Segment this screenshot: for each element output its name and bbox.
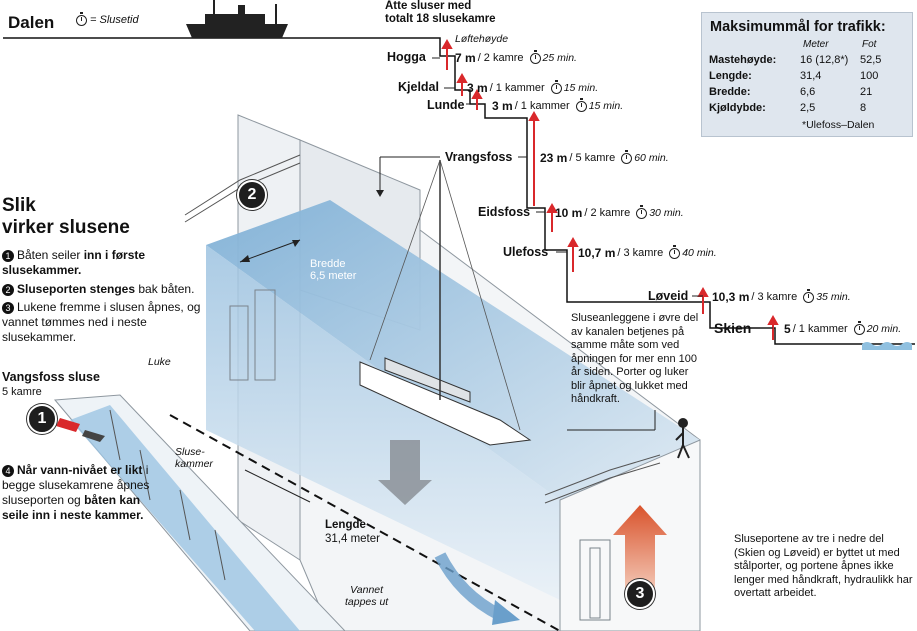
max-row-label: Mastehøyde: xyxy=(709,54,777,66)
stopwatch-icon xyxy=(550,79,562,94)
lock-name: Eidsfoss xyxy=(478,205,531,219)
start-place-label: Dalen xyxy=(8,13,55,32)
how-title: Slik virker slusene xyxy=(2,195,130,238)
marker-2: 2 xyxy=(237,180,267,210)
time-legend: = Slusetid xyxy=(72,11,139,26)
step-number-3: 3 xyxy=(2,302,14,314)
step-number-4: 4 xyxy=(2,465,14,477)
vangsfoss-sub: 5 kamre xyxy=(2,386,42,398)
stopwatch-icon xyxy=(853,320,865,335)
marker-1: 1 xyxy=(27,404,57,434)
width-label: Bredde 6,5 meter xyxy=(310,258,357,282)
manual-operation-callout: Sluseanleggene i øvre del av kanalen bet… xyxy=(571,312,699,405)
step-number-2: 2 xyxy=(2,284,14,296)
col-fot-header: Fot xyxy=(862,39,877,50)
stopwatch-icon xyxy=(575,97,587,112)
stopwatch-icon xyxy=(621,149,633,164)
stopwatch-icon xyxy=(76,11,87,26)
lift-height-label: Løftehøyde xyxy=(455,33,509,45)
locks-title: Atte sluser med totalt 18 slusekamre xyxy=(385,0,496,25)
lift-arrows xyxy=(441,38,779,340)
profile-line xyxy=(3,37,915,345)
stopwatch-icon xyxy=(529,49,541,64)
lock-name: Lunde xyxy=(427,98,465,112)
lock-name: Skien xyxy=(714,320,752,336)
down-arrow-icon xyxy=(378,440,432,505)
length-label: Lengde 31,4 meter xyxy=(325,519,380,545)
max-row-meter: 2,5 xyxy=(800,102,816,114)
max-row-label: Kjøldybde: xyxy=(709,102,766,114)
max-row-meter: 31,4 xyxy=(800,70,822,82)
sailboat-icon xyxy=(359,159,532,446)
stopwatch-icon xyxy=(803,288,815,303)
max-row-fot: 21 xyxy=(860,86,873,98)
person-icon xyxy=(675,418,690,459)
chamber-label: Sluse- kammer xyxy=(175,446,213,470)
max-box-note: *Ulefoss–Dalen xyxy=(802,119,875,131)
marker-3: 3 xyxy=(625,579,655,609)
max-row-meter: 16 (12,8*) xyxy=(800,54,849,66)
stopwatch-icon xyxy=(636,204,648,219)
up-arrow-icon xyxy=(613,505,667,590)
max-row-fot: 8 xyxy=(860,102,867,114)
ship-icon xyxy=(186,0,288,38)
lock-name: Hogga xyxy=(387,50,426,64)
lock-name: Kjeldal xyxy=(398,80,439,94)
lock-name: Ulefoss xyxy=(503,245,549,259)
lock-name: Løveid xyxy=(648,289,689,303)
max-box-title: Maksimummål for trafikk: xyxy=(710,19,886,35)
vangsfoss-title: Vangsfoss sluse xyxy=(2,370,100,384)
steel-gates-callout: Sluseportene av tre i nedre del (Skien o… xyxy=(734,533,913,599)
max-row-label: Lengde: xyxy=(709,70,752,82)
water-out-label: Vannet tappes ut xyxy=(345,584,389,608)
stopwatch-icon xyxy=(669,244,681,259)
max-row-fot: 100 xyxy=(860,70,879,82)
max-dimensions-box xyxy=(701,12,913,137)
max-row-meter: 6,6 xyxy=(800,86,816,98)
lock-name: Vrangsfoss xyxy=(445,150,513,164)
col-meter-header: Meter xyxy=(803,39,829,50)
max-row-fot: 52,5 xyxy=(860,54,882,66)
max-row-label: Bredde: xyxy=(709,86,751,98)
step-number-1: 1 xyxy=(2,250,14,262)
hatch-label: Luke xyxy=(148,356,171,368)
